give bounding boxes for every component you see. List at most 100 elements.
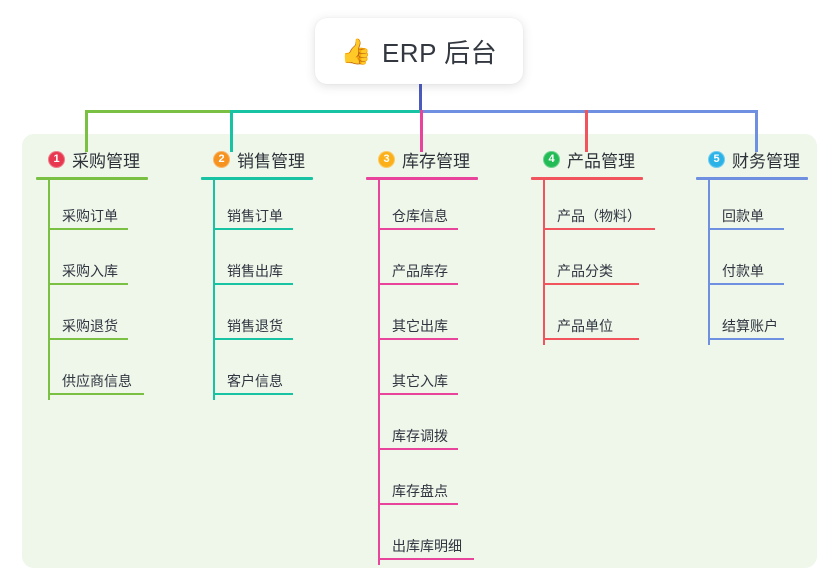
branch-item-rule [48, 338, 128, 340]
branch-items-1: 采购订单采购入库采购退货供应商信息 [36, 180, 148, 400]
drop-product [585, 110, 588, 152]
branch-items-4: 产品（物料） 产品分类产品单位 [531, 180, 655, 345]
branch-items-2: 销售订单销售出库销售退货客户信息 [201, 180, 313, 400]
segment-green [85, 110, 230, 113]
root-stem [419, 78, 422, 113]
branch-item-rule [378, 558, 474, 560]
branch-item[interactable]: 回款单 [696, 180, 808, 235]
branch-item-rule [708, 228, 784, 230]
branch-item-rule [543, 283, 639, 285]
branch-item-label: 产品（物料） [557, 208, 641, 224]
branch-item[interactable]: 仓库信息 [366, 180, 478, 235]
branch-item-rule [48, 283, 128, 285]
branch-item-label: 库存盘点 [392, 483, 448, 499]
branch-item-rule [378, 283, 458, 285]
branch-item-label: 仓库信息 [392, 208, 448, 224]
branch-header-3[interactable]: 3 库存管理 [366, 146, 478, 172]
branch-item-label: 产品单位 [557, 318, 613, 334]
branch-item[interactable]: 采购入库 [36, 235, 148, 290]
branch-item-label: 产品库存 [392, 263, 448, 279]
branch-title-3: 库存管理 [402, 151, 470, 171]
branch-item-label: 采购退货 [62, 318, 118, 334]
branch-item[interactable]: 采购退货 [36, 290, 148, 345]
branch-item-rule [378, 448, 458, 450]
branch-item[interactable]: 其它入库 [366, 345, 478, 400]
branch-items-3: 仓库信息产品库存其它出库其它入库库存调拨库存盘点出库库明细 [366, 180, 478, 565]
branch-item-label: 产品分类 [557, 263, 613, 279]
branch-item[interactable]: 付款单 [696, 235, 808, 290]
branch-item[interactable]: 结算账户 [696, 290, 808, 345]
drop-sales [230, 110, 233, 152]
drop-inventory [420, 110, 423, 152]
branch-item[interactable]: 出库库明细 [366, 510, 478, 565]
thumbs-up-icon: 👍 [340, 36, 372, 66]
branch-item-rule [708, 338, 784, 340]
branch-column-5: 5 财务管理回款单付款单结算账户 [696, 146, 808, 345]
branch-item-rule [378, 338, 458, 340]
branch-header-rule-4 [531, 177, 643, 180]
branch-header-rule-3 [366, 177, 478, 180]
branch-item-rule [213, 338, 293, 340]
branch-item[interactable]: 产品库存 [366, 235, 478, 290]
branch-item-label: 结算账户 [722, 318, 778, 334]
branch-item[interactable]: 产品分类 [531, 235, 643, 290]
branch-title-5: 财务管理 [732, 151, 800, 171]
branch-item-rule [543, 338, 639, 340]
branch-item-rule [213, 393, 293, 395]
branch-item-label: 客户信息 [227, 373, 283, 389]
branch-item-rule [213, 283, 293, 285]
branch-item[interactable]: 采购订单 [36, 180, 148, 235]
branch-item-rule [213, 228, 293, 230]
branch-item[interactable]: 其它出库 [366, 290, 478, 345]
branch-spine-5 [708, 180, 710, 345]
root-node[interactable]: 👍 ERP 后台 [315, 18, 523, 84]
branch-item-rule [708, 283, 784, 285]
branch-item-rule [378, 228, 458, 230]
branch-item-label: 供应商信息 [62, 373, 132, 389]
branch-item[interactable]: 产品（物料） [531, 180, 655, 235]
branch-header-5[interactable]: 5 财务管理 [696, 146, 808, 172]
branch-item[interactable]: 库存盘点 [366, 455, 478, 510]
branch-item-rule [48, 393, 144, 395]
branch-item-label: 采购订单 [62, 208, 118, 224]
branch-item-label: 其它出库 [392, 318, 448, 334]
branch-item-rule [48, 228, 128, 230]
branch-item-label: 其它入库 [392, 373, 448, 389]
branch-spine-3 [378, 180, 380, 565]
branch-item[interactable]: 客户信息 [201, 345, 313, 400]
branch-badge-2: 2 [213, 150, 230, 168]
branch-item-label: 销售订单 [227, 208, 283, 224]
drop-finance [755, 110, 758, 152]
branch-badge-3: 3 [378, 150, 395, 168]
branch-item-label: 销售出库 [227, 263, 283, 279]
branch-spine-1 [48, 180, 50, 400]
branch-item[interactable]: 库存调拨 [366, 400, 478, 455]
drop-purchase [85, 110, 88, 152]
branch-header-2[interactable]: 2 销售管理 [201, 146, 313, 172]
branch-item[interactable]: 供应商信息 [36, 345, 148, 400]
branch-header-rule-2 [201, 177, 313, 180]
branch-spine-2 [213, 180, 215, 400]
branch-items-5: 回款单付款单结算账户 [696, 180, 808, 345]
branch-spine-4 [543, 180, 545, 345]
branch-item[interactable]: 产品单位 [531, 290, 643, 345]
branch-item-label: 回款单 [722, 208, 764, 224]
branch-item[interactable]: 销售出库 [201, 235, 313, 290]
branch-header-rule-1 [36, 177, 148, 180]
branch-item[interactable]: 销售订单 [201, 180, 313, 235]
segment-teal [230, 110, 420, 113]
branches-panel [22, 134, 817, 568]
branch-item-rule [378, 503, 458, 505]
branch-item[interactable]: 销售退货 [201, 290, 313, 345]
branch-item-label: 付款单 [722, 263, 764, 279]
branch-item-label: 销售退货 [227, 318, 283, 334]
branch-title-2: 销售管理 [237, 151, 305, 171]
branch-badge-4: 4 [543, 150, 560, 168]
branch-badge-5: 5 [708, 150, 725, 168]
branch-item-label: 出库库明细 [392, 538, 462, 554]
root-title: ERP 后台 [381, 37, 498, 68]
